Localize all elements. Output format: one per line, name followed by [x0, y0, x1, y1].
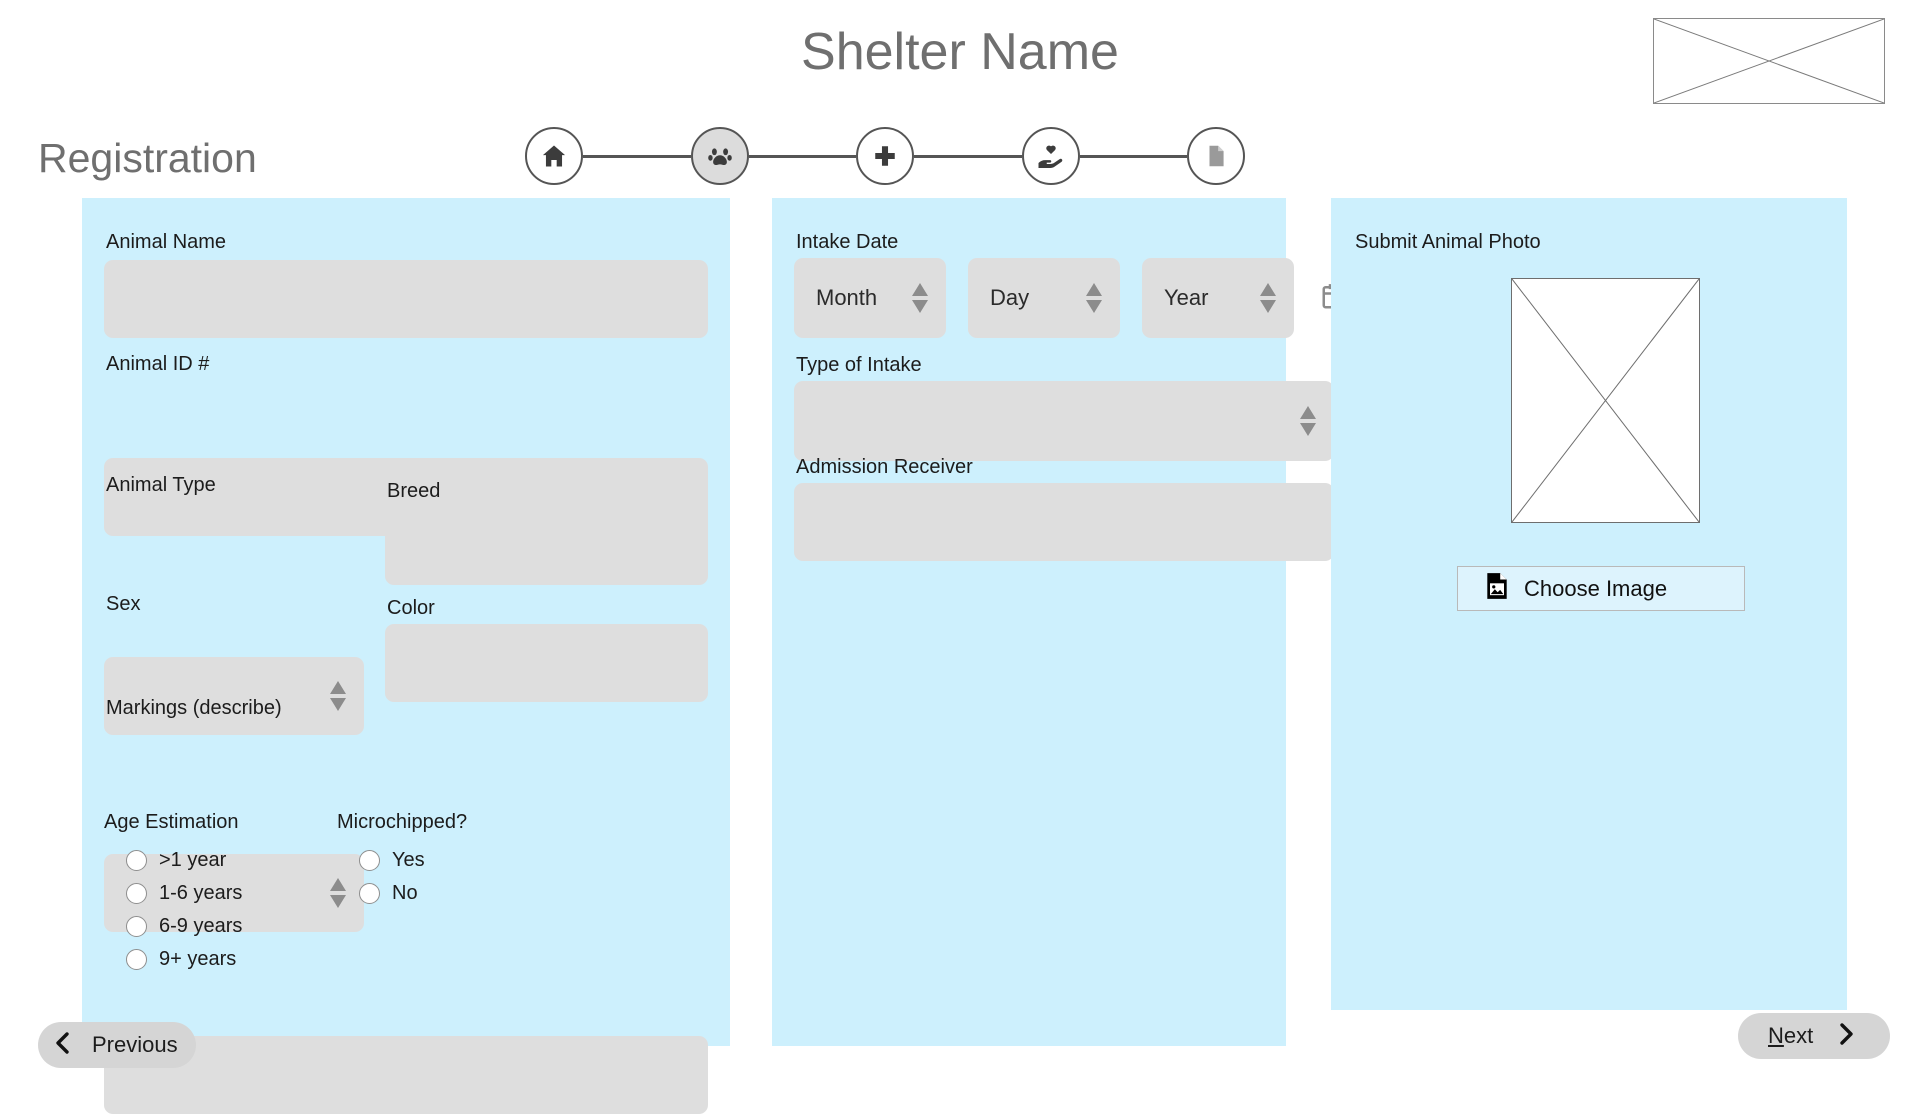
step-home[interactable]	[525, 127, 583, 185]
breed-label: Breed	[387, 480, 441, 502]
chevron-right-icon	[1835, 1021, 1857, 1052]
chevron-left-icon	[52, 1030, 74, 1061]
stepper-connector	[748, 154, 856, 158]
radio-label: 6-9 years	[159, 915, 243, 937]
color-input[interactable]	[385, 624, 708, 702]
intake-year-value: Year	[1164, 285, 1209, 310]
previous-button[interactable]: Previous	[38, 1022, 196, 1068]
next-accelerator: N	[1768, 1023, 1784, 1048]
next-button[interactable]: Next	[1738, 1013, 1890, 1059]
spinner-icon[interactable]	[328, 876, 348, 910]
spinner-icon[interactable]	[910, 281, 930, 315]
intake-details-panel: Intake Date Month Day Year	[772, 198, 1348, 1046]
sex-label: Sex	[106, 593, 141, 615]
progress-stepper	[525, 125, 1245, 187]
type-of-intake-label: Type of Intake	[796, 354, 922, 376]
radio-button[interactable]	[359, 850, 380, 871]
stepper-connector	[583, 154, 691, 158]
home-icon	[540, 142, 568, 170]
app-title: Shelter Name	[801, 23, 1119, 81]
radio-button[interactable]	[126, 850, 147, 871]
image-placeholder	[1511, 278, 1700, 523]
submit-animal-photo-label: Submit Animal Photo	[1355, 231, 1541, 253]
radio-microchip-no[interactable]: No	[359, 877, 467, 910]
radio-age-2[interactable]: 1-6 years	[126, 877, 242, 910]
page-title: Registration	[38, 135, 257, 181]
step-documents[interactable]	[1187, 127, 1245, 185]
radio-button[interactable]	[126, 949, 147, 970]
animal-details-panel: Animal Name Animal ID # Animal Type Bree…	[82, 198, 730, 1114]
intake-year-select[interactable]: Year	[1142, 258, 1294, 338]
animal-id-label: Animal ID #	[106, 353, 210, 375]
animal-type-select[interactable]	[104, 657, 364, 735]
choose-image-label: Choose Image	[1524, 575, 1668, 601]
previous-label: Previous	[92, 1032, 178, 1057]
admission-receiver-input[interactable]	[794, 483, 1334, 561]
paw-icon	[706, 142, 734, 170]
choose-image-button[interactable]: Choose Image	[1457, 566, 1745, 611]
radio-label: 9+ years	[159, 948, 237, 970]
radio-microchip-yes[interactable]: Yes	[359, 844, 467, 877]
intake-month-select[interactable]: Month	[794, 258, 946, 338]
type-of-intake-select[interactable]	[794, 381, 1334, 461]
heart-hand-icon	[1036, 141, 1066, 171]
stepper-connector	[914, 154, 1022, 158]
next-label-rest: ext	[1783, 1023, 1814, 1048]
radio-button[interactable]	[126, 883, 147, 904]
radio-label: No	[392, 882, 418, 904]
admission-receiver-label: Admission Receiver	[796, 456, 973, 478]
intake-month-value: Month	[816, 285, 878, 310]
animal-photo-panel: Submit Animal Photo Choose Image	[1331, 198, 1847, 1010]
image-file-icon	[1484, 572, 1510, 605]
radio-label: 1-6 years	[159, 882, 243, 904]
age-estimation-group: Age Estimation >1 year 1-6 years 6-9 yea…	[104, 811, 242, 976]
radio-label: >1 year	[159, 849, 227, 871]
registration-page: Shelter Name Registration	[38, 18, 1890, 1114]
microchipped-label: Microchipped?	[337, 811, 468, 833]
color-label: Color	[387, 597, 435, 619]
age-estimation-label: Age Estimation	[104, 811, 239, 833]
radio-age-1[interactable]: >1 year	[126, 844, 242, 877]
intake-date-row: Month Day Year	[794, 258, 1350, 338]
stepper-connector	[1079, 154, 1187, 158]
spinner-icon[interactable]	[1298, 404, 1318, 438]
next-label: Next	[1768, 1023, 1813, 1049]
radio-age-4[interactable]: 9+ years	[126, 943, 242, 976]
document-icon	[1203, 143, 1229, 169]
animal-type-label: Animal Type	[106, 474, 216, 496]
spinner-icon[interactable]	[328, 679, 348, 713]
logo-placeholder	[1653, 18, 1885, 104]
intake-date-label: Intake Date	[796, 231, 899, 253]
spinner-icon[interactable]	[1084, 281, 1104, 315]
step-adoption[interactable]	[1021, 127, 1080, 185]
intake-day-select[interactable]: Day	[968, 258, 1120, 338]
intake-day-value: Day	[990, 285, 1030, 310]
microchipped-group: Microchipped? Yes No	[337, 811, 467, 910]
breed-input[interactable]	[385, 507, 708, 585]
radio-label: Yes	[392, 849, 425, 871]
radio-button[interactable]	[126, 916, 147, 937]
step-medical[interactable]	[856, 127, 914, 185]
plus-cross-icon	[872, 143, 898, 169]
markings-label: Markings (describe)	[106, 697, 282, 719]
step-animal[interactable]	[690, 127, 749, 185]
radio-age-3[interactable]: 6-9 years	[126, 910, 242, 943]
animal-name-input[interactable]	[104, 260, 708, 338]
sex-select[interactable]	[104, 854, 364, 932]
spinner-icon[interactable]	[1258, 281, 1278, 315]
animal-name-label: Animal Name	[106, 231, 227, 253]
radio-button[interactable]	[359, 883, 380, 904]
